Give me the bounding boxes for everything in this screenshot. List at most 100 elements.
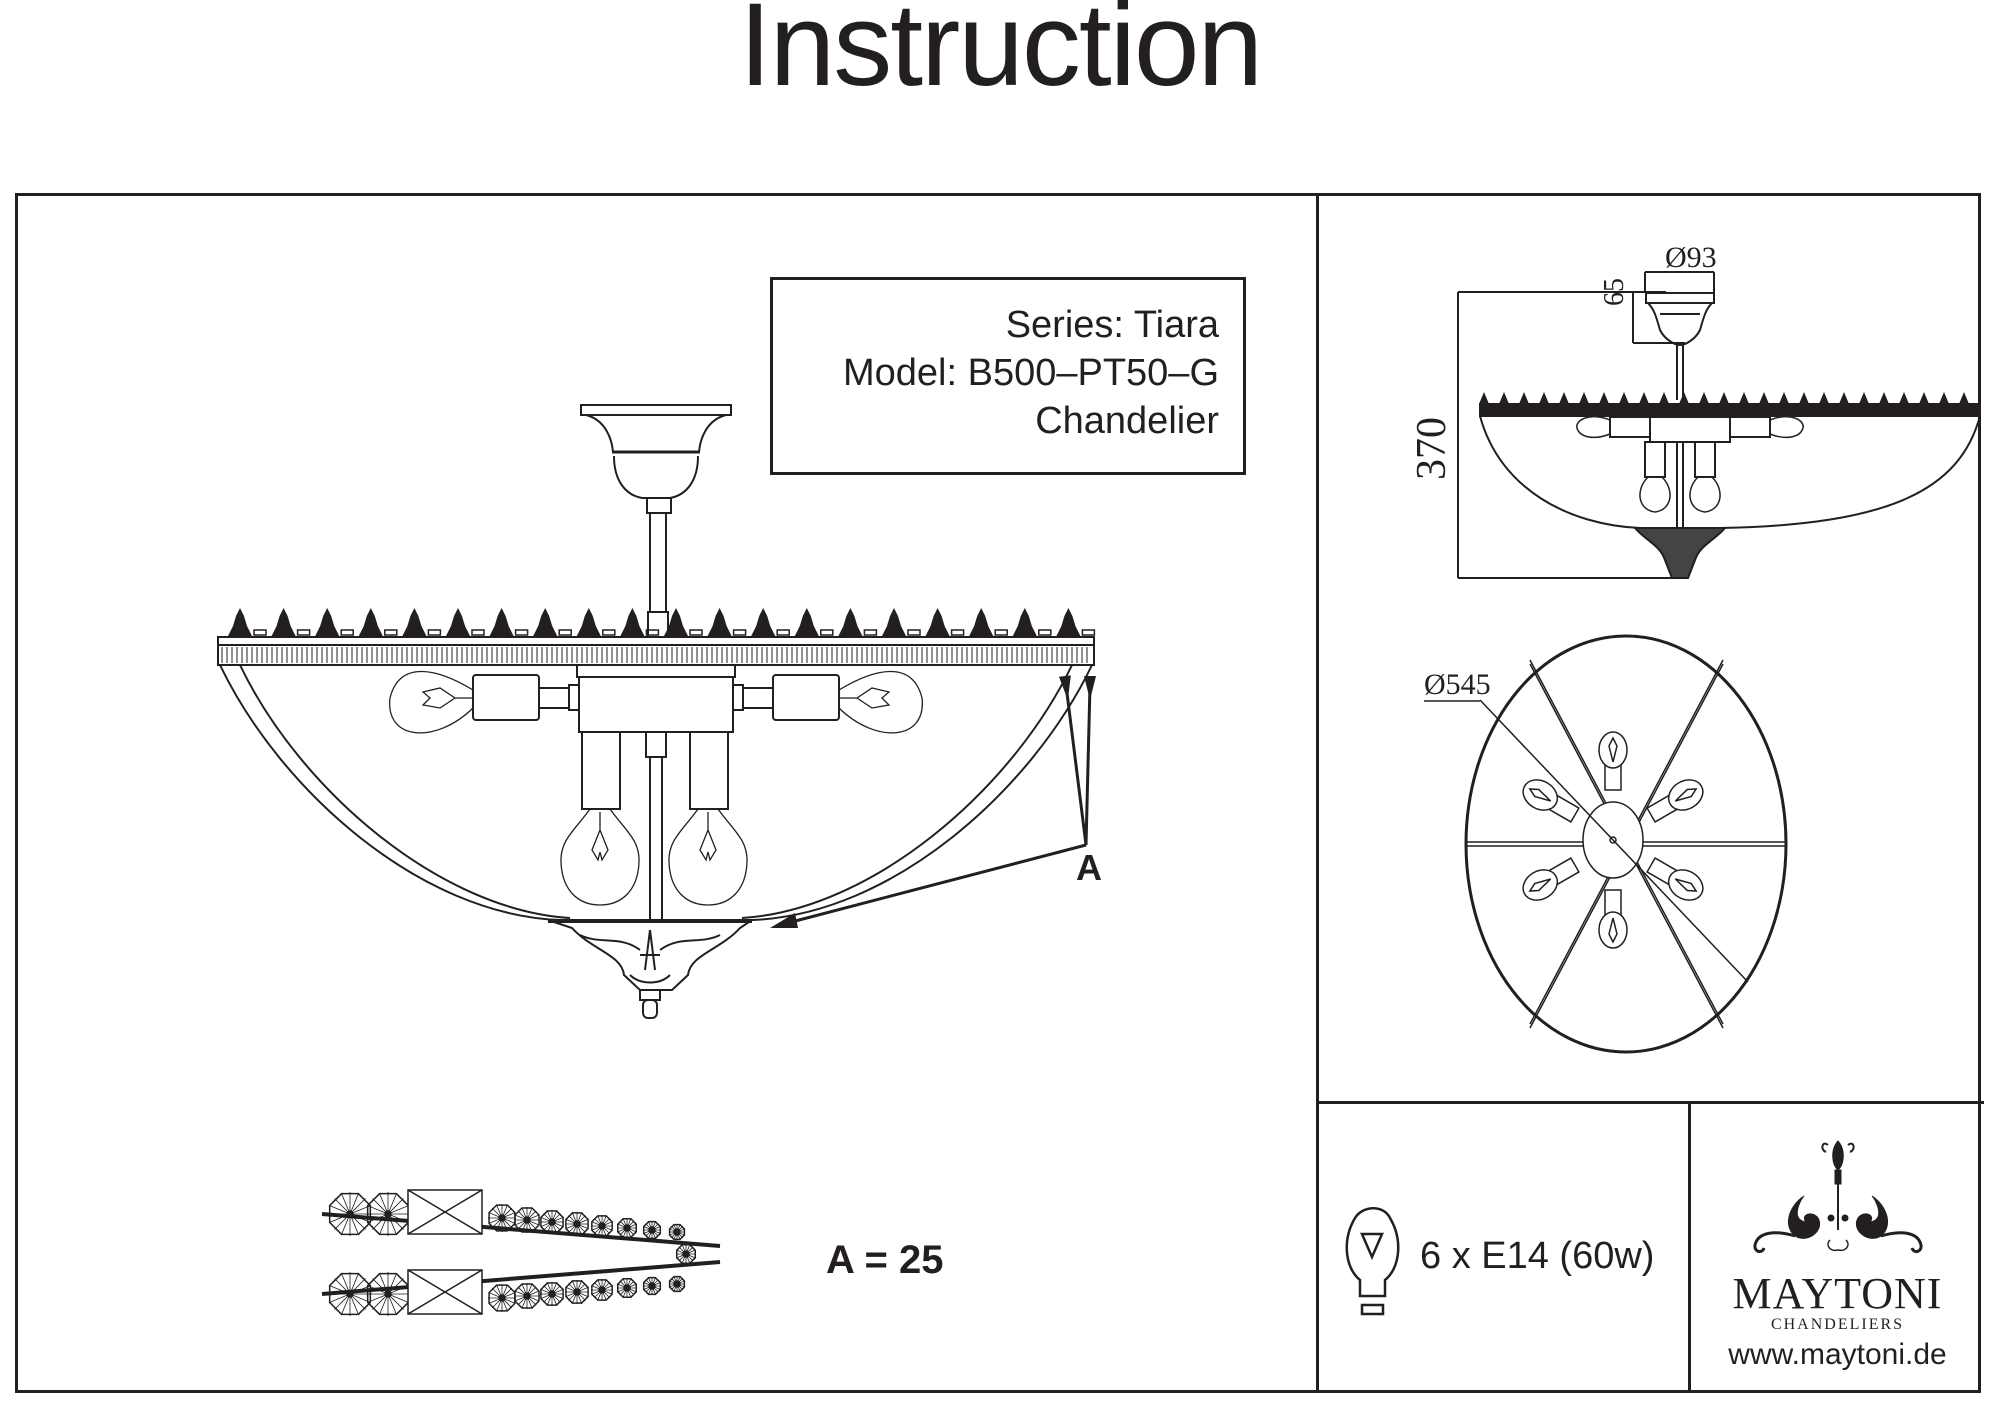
side-finial (1959, 392, 1969, 404)
side-finial (1799, 392, 1809, 404)
crystal-bead (565, 1280, 589, 1304)
top-view-bulb (1598, 889, 1628, 949)
crystal-bead (366, 1272, 410, 1316)
callout-arrows (779, 684, 1092, 927)
side-finial (1779, 392, 1789, 404)
canopy (580, 404, 732, 514)
crown-finial (620, 608, 645, 636)
bulb-right (838, 670, 923, 734)
side-finial (1899, 392, 1909, 404)
crystal-count-legend: A = 25 (826, 1238, 944, 1282)
brand-website[interactable]: www.maytoni.de (1728, 1338, 1947, 1371)
crystal-bead (642, 1276, 662, 1296)
side-finial (1659, 392, 1669, 404)
light-bulb-icon (1345, 1207, 1400, 1316)
crystal-bead (668, 1275, 686, 1293)
top-view-bulb (1598, 731, 1628, 791)
side-finial (1679, 392, 1689, 404)
side-finial (1559, 392, 1569, 404)
crown-finial (402, 608, 427, 636)
crystal-bead (617, 1218, 637, 1238)
crystal-bead (540, 1210, 564, 1234)
side-finial (1619, 392, 1629, 404)
crown-finial (838, 608, 863, 636)
crown-finial (1012, 608, 1037, 636)
drawing-frame (15, 193, 1981, 1393)
side-finial (1639, 392, 1649, 404)
crown-finial (707, 608, 732, 636)
bulb-left (389, 670, 474, 734)
product-type-label: Chandelier (1035, 400, 1219, 442)
model-label: Model: B500–PT50–G (842, 352, 1219, 394)
side-finial (1579, 392, 1589, 404)
crown-finial (446, 608, 470, 636)
crystal-bead (488, 1204, 516, 1232)
bulb-lower-left (560, 808, 640, 906)
product-info-box: Series: Tiara Model: B500–PT50–G Chandel… (770, 277, 1246, 475)
crystal-bead (366, 1192, 410, 1236)
side-finial (1759, 392, 1769, 404)
top-view-bulb (1646, 779, 1704, 823)
lamp-spec-label: 6 x E14 (60w) (1420, 1235, 1655, 1277)
crystal-bead (488, 1284, 516, 1312)
crystal-bead (591, 1215, 613, 1237)
side-finial (1939, 392, 1949, 404)
bottom-finial (547, 919, 756, 1019)
top-view-bulb (1522, 779, 1580, 823)
crystal-bead (328, 1272, 372, 1316)
crystal-bead (676, 1244, 696, 1264)
crystal-bead (642, 1220, 662, 1240)
series-label: Series: Tiara (1005, 304, 1219, 346)
brand-name: MAYTONI (1732, 1269, 1943, 1318)
crown-finial (969, 608, 994, 636)
glass-shade (219, 664, 1093, 921)
crystal-bead (514, 1207, 540, 1233)
side-finial (1499, 392, 1509, 404)
crown-finial (228, 608, 252, 636)
side-finial (1919, 392, 1929, 404)
side-finial (1719, 392, 1729, 404)
side-finial (1739, 392, 1749, 404)
crystal-prism (407, 1269, 483, 1315)
crown-band (217, 608, 1096, 666)
brand-subtitle: CHANDELIERS (1770, 1316, 1905, 1333)
top-view-bulb (1646, 857, 1704, 901)
side-finial (1539, 392, 1549, 404)
crown-finial (576, 608, 601, 636)
crown-finial (271, 608, 296, 636)
crown-finial (489, 608, 514, 636)
horizontal-divider (1316, 1101, 1984, 1104)
crystal-bead (328, 1192, 372, 1236)
vertical-divider (1316, 193, 1319, 1393)
top-view-bulb (1522, 857, 1580, 901)
crown-finial (358, 608, 383, 636)
diameter-leader-line (1479, 699, 1749, 983)
crown-finial (1056, 608, 1081, 636)
crown-finial (664, 608, 688, 636)
side-finial (1479, 392, 1489, 404)
crown-finial (794, 608, 819, 636)
side-finial (1839, 392, 1849, 404)
side-finial (1699, 392, 1709, 404)
crown-finial (882, 608, 906, 636)
side-finial (1599, 392, 1609, 404)
crown-finial (533, 608, 558, 636)
page-title: Instruction (738, 0, 1263, 111)
crystal-bead (617, 1278, 637, 1298)
crystal-bead (514, 1283, 540, 1309)
crystal-bead (668, 1223, 686, 1241)
side-finial (1859, 392, 1869, 404)
side-finial (1819, 392, 1829, 404)
callout-label-a: A (1076, 847, 1102, 888)
crown-finial (925, 608, 950, 636)
crystal-prism (407, 1189, 483, 1235)
crystal-bead (565, 1212, 589, 1236)
canopy-diameter-label: Ø93 (1665, 241, 1717, 274)
crystal-bead (540, 1282, 564, 1306)
